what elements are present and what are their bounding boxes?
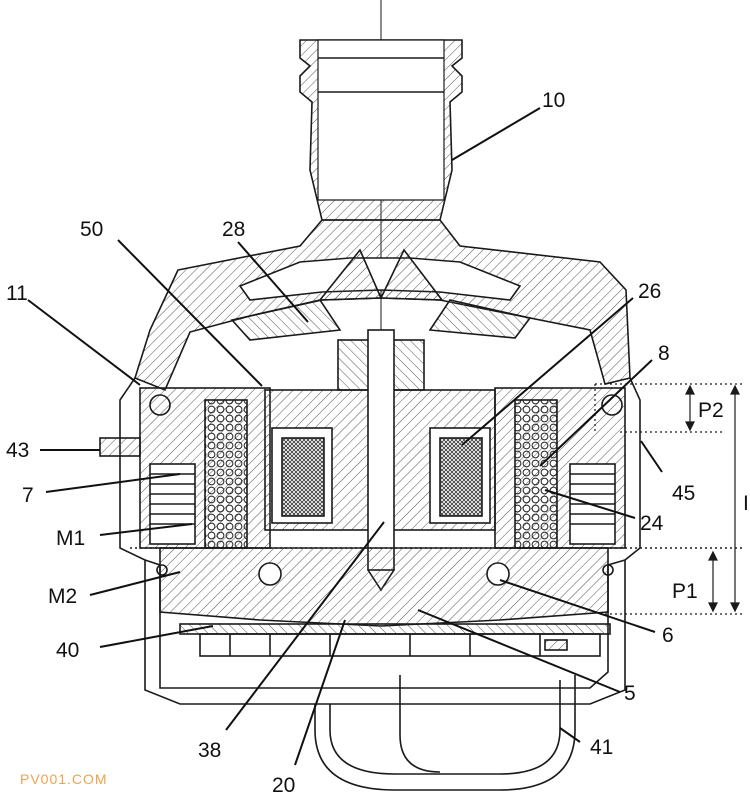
- label-20: 20: [272, 774, 295, 797]
- label-38: 38: [198, 739, 221, 762]
- label-5: 5: [624, 682, 636, 705]
- label-I: I: [743, 492, 749, 515]
- label-50: 50: [80, 218, 103, 241]
- label-P2: P2: [698, 399, 724, 422]
- label-28: 28: [222, 218, 245, 241]
- label-M2: M2: [48, 585, 77, 608]
- label-24: 24: [640, 512, 664, 535]
- stator-left: [139, 387, 271, 549]
- pump-cover: [134, 219, 631, 392]
- connector-housing: [314, 675, 576, 791]
- leader-lines: [27, 107, 663, 766]
- shaft: [367, 329, 395, 592]
- reference-labels: 10 50 28 11 26 8 P2 43 7 45 I M1 24 M2 P…: [6, 89, 749, 797]
- lower-body: [156, 547, 614, 627]
- label-45: 45: [672, 482, 695, 505]
- label-41: 41: [590, 736, 613, 759]
- flange-43: [99, 437, 141, 457]
- label-26: 26: [638, 280, 661, 303]
- label-40: 40: [56, 639, 79, 662]
- label-11: 11: [6, 282, 28, 305]
- label-10: 10: [542, 89, 565, 112]
- circuit-board: [179, 623, 611, 657]
- stator-right: [494, 387, 626, 549]
- label-7: 7: [22, 484, 34, 507]
- watermark: PV001.COM: [20, 771, 108, 787]
- dimension-markers: [130, 383, 745, 615]
- label-43: 43: [6, 439, 29, 462]
- label-6: 6: [662, 624, 674, 647]
- label-8: 8: [658, 342, 670, 365]
- outlet-nozzle: [299, 39, 463, 221]
- label-P1: P1: [672, 580, 698, 603]
- label-M1: M1: [56, 527, 85, 550]
- pump-cross-section: [99, 0, 641, 791]
